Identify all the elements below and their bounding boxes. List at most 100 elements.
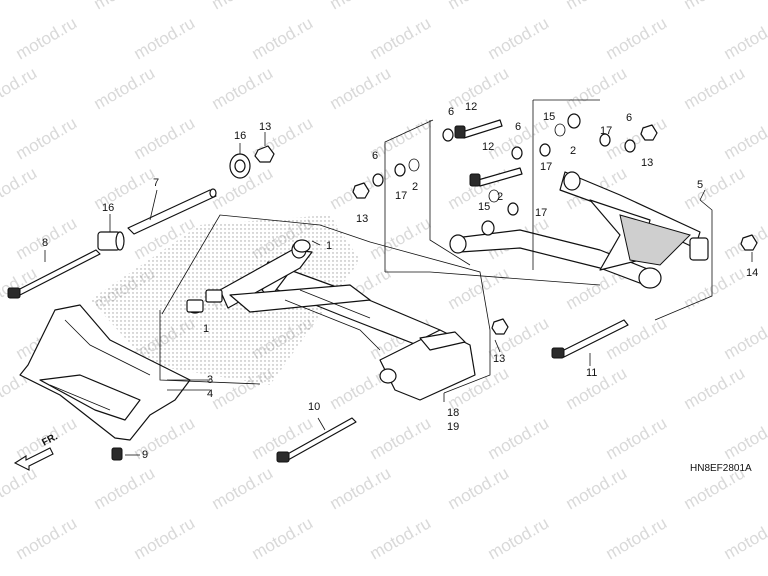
- watermark-text: motod.ru: [0, 63, 40, 113]
- callout-2c: 2: [570, 145, 576, 157]
- bolt-11: [551, 319, 629, 359]
- front-arrow-icon: [13, 447, 54, 471]
- watermark-text: motod.ru: [327, 63, 395, 113]
- washer-17d: [507, 202, 519, 216]
- watermark-text: motod.ru: [721, 513, 768, 563]
- washer-6b: [372, 173, 384, 187]
- callout-1b: 1: [203, 323, 209, 335]
- callout-5: 5: [697, 179, 703, 191]
- callout-17b: 17: [540, 161, 552, 173]
- watermark-text: motod.ru: [91, 63, 159, 113]
- callout-6a: 6: [448, 106, 454, 118]
- washer-17c: [599, 133, 611, 147]
- pivot-shaft: [127, 188, 217, 235]
- callout-9: 9: [142, 449, 148, 461]
- watermark-text: motod.ru: [327, 0, 395, 13]
- watermark-text: motod.ru: [563, 0, 631, 13]
- o-ring-2c: [554, 123, 566, 137]
- washer-17a: [394, 163, 406, 177]
- watermark-text: motod.ru: [327, 463, 395, 513]
- callout-4: 4: [207, 388, 213, 400]
- leader-lines: [44, 132, 753, 456]
- callout-13c: 13: [641, 157, 653, 169]
- skid-plate: [19, 304, 191, 441]
- watermark-text: motod.ru: [367, 513, 435, 563]
- callout-11: 11: [586, 367, 597, 379]
- callout-14: 14: [746, 267, 758, 279]
- callout-12b: 12: [482, 141, 494, 153]
- callout-13a: 13: [259, 121, 271, 133]
- callout-18: 18: [447, 407, 459, 419]
- watermark-text: motod.ru: [445, 463, 513, 513]
- callout-3: 3: [207, 374, 213, 386]
- callout-10: 10: [308, 401, 320, 413]
- watermark-text: motod.ru: [131, 513, 199, 563]
- callout-17c: 17: [600, 125, 612, 137]
- swingarm-assembly: [186, 239, 476, 401]
- watermark-text: motod.ru: [603, 513, 671, 563]
- watermark-text: motod.ru: [0, 0, 40, 13]
- nut-13c: [640, 124, 658, 141]
- callout-2b: 2: [497, 191, 503, 203]
- callout-19: 19: [447, 421, 459, 433]
- bush-15b: [481, 220, 495, 236]
- watermark-text: motod.ru: [0, 163, 40, 213]
- watermark-text: motod.ru: [603, 413, 671, 463]
- watermark-text: motod.ru: [681, 263, 749, 313]
- watermark-text: motod.ru: [249, 513, 317, 563]
- callout-15a: 15: [543, 111, 555, 123]
- watermark-text: motod.ru: [13, 13, 81, 63]
- washer-6a: [442, 128, 454, 142]
- callout-6d: 6: [626, 112, 632, 124]
- watermark-text: motod.ru: [131, 13, 199, 63]
- callout-labels: 1 1 2 2 2 3 4 5 6 6 6 6 7 8 9 10 11 12 1…: [42, 101, 758, 461]
- watermark-text: motod.ru: [367, 13, 435, 63]
- watermark-text: motod.ru: [209, 0, 277, 13]
- o-ring-2a: [408, 158, 420, 172]
- seal: [229, 153, 251, 179]
- callout-16b: 16: [102, 202, 114, 214]
- callout-6c: 6: [515, 121, 521, 133]
- watermark-text: motod.ru: [91, 463, 159, 513]
- watermark-text: motod.ru: [563, 63, 631, 113]
- callout-16a: 16: [234, 130, 246, 142]
- diagram-code: HN8EF2801A: [690, 463, 752, 474]
- watermark-text: motod.ru: [721, 113, 768, 163]
- watermark-text: motod.ru: [367, 213, 435, 263]
- watermark-text: motod.ru: [721, 13, 768, 63]
- watermark-text: motod.ru: [563, 463, 631, 513]
- watermark-text: motod.ru: [209, 63, 277, 113]
- bolt-12-lower: [469, 167, 523, 187]
- nut-13b: [352, 182, 370, 199]
- watermark-text: motod.ru: [603, 113, 671, 163]
- watermark-text: motod.ru: [445, 63, 513, 113]
- long-bolt: [7, 249, 101, 299]
- callout-13b: 13: [356, 213, 368, 225]
- bush-15a: [567, 113, 581, 129]
- nut-14: [740, 234, 758, 251]
- watermark-text: motod.ru: [681, 0, 749, 13]
- watermark-text: motod.ru: [485, 413, 553, 463]
- watermark-text: motod.ru: [209, 463, 277, 513]
- watermark-text: motod.ru: [485, 513, 553, 563]
- callout-1a: 1: [326, 240, 332, 252]
- washer-6d: [624, 139, 636, 153]
- callout-8: 8: [42, 237, 48, 249]
- small-bolt: [111, 447, 123, 461]
- watermark-text: motod.ru: [131, 113, 199, 163]
- collar: [97, 231, 125, 251]
- bolt-12-upper: [454, 119, 503, 139]
- callout-17a: 17: [395, 190, 407, 202]
- o-ring-2b: [488, 189, 500, 203]
- watermark-text: motod.ru: [681, 163, 749, 213]
- nut: [254, 145, 275, 163]
- callout-12a: 12: [465, 101, 477, 113]
- watermark-text: motod.ru: [603, 13, 671, 63]
- watermark-text: motod.ru: [249, 13, 317, 63]
- watermark-text: motod.ru: [485, 13, 553, 63]
- callout-13d: 13: [493, 353, 505, 365]
- watermark-text: motod.ru: [91, 163, 159, 213]
- nut-swingarm: [491, 318, 509, 335]
- watermark-text: motod.ru: [13, 513, 81, 563]
